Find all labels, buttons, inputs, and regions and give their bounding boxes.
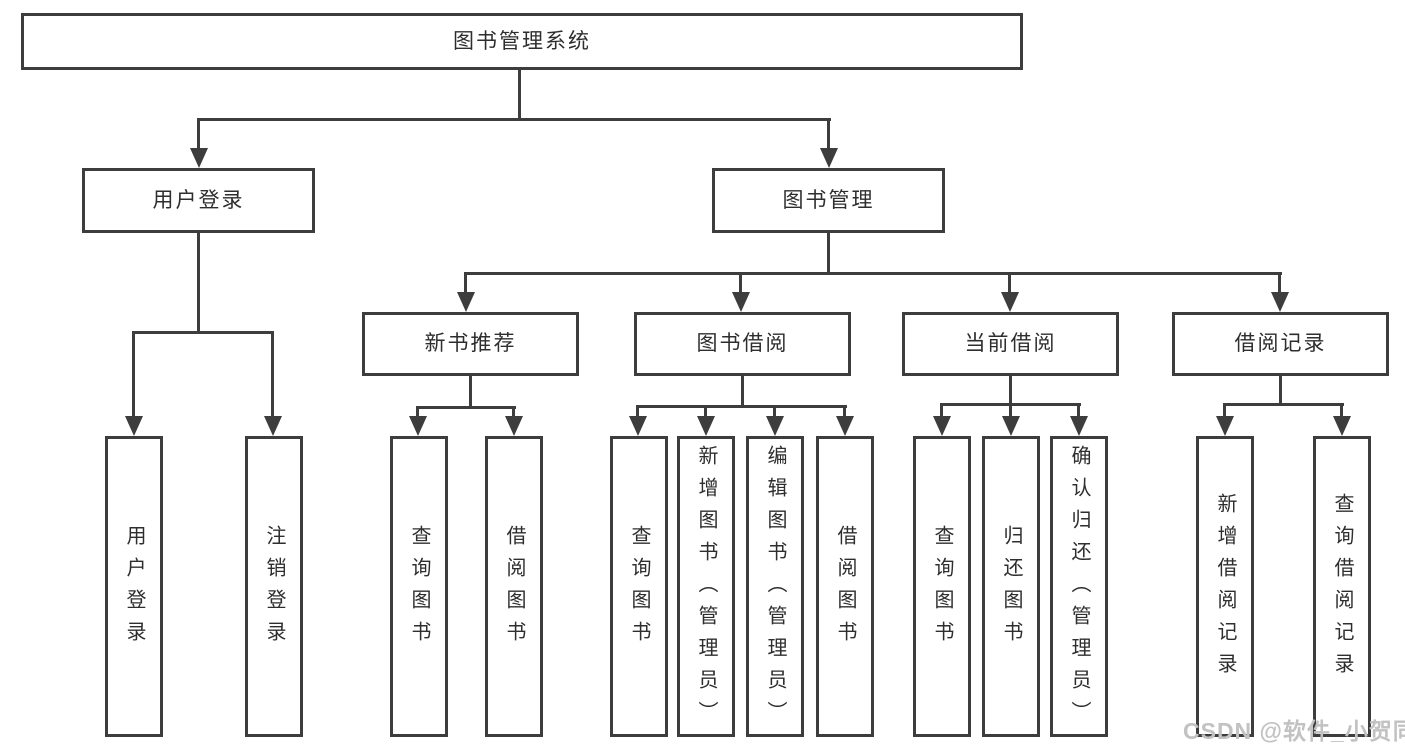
connector-segment [773, 405, 776, 418]
arrow-down-icon [836, 416, 854, 436]
leaf-query-books-current: 查询图书 [913, 436, 971, 737]
node-book-management: 图书管理 [712, 168, 945, 233]
connector-segment [843, 405, 846, 418]
connector-segment [1278, 272, 1281, 294]
arrow-down-icon [190, 148, 208, 168]
leaf-borrow-books: 借阅图书 [816, 436, 874, 737]
arrow-down-icon [264, 416, 282, 436]
connector-segment [1008, 272, 1011, 294]
connector-segment [1279, 376, 1282, 405]
node-book-borrow: 图书借阅 [634, 312, 851, 376]
leaf-logout: 注销登录 [245, 436, 303, 737]
leaf-add-borrow-record: 新增借阅记录 [1196, 436, 1254, 737]
connector-segment [197, 233, 200, 333]
connector-segment [1077, 403, 1080, 418]
connector-segment [465, 272, 1282, 275]
arrow-down-icon [1002, 416, 1020, 436]
connector-segment [827, 233, 830, 274]
arrow-down-icon [933, 416, 951, 436]
leaf-add-books-admin: 新增图书（管理员） [677, 436, 735, 737]
leaf-return-books: 归还图书 [982, 436, 1040, 737]
arrow-down-icon [820, 148, 838, 168]
leaf-query-books-borrow: 查询图书 [610, 436, 668, 737]
leaf-confirm-return-admin: 确认归还（管理员） [1050, 436, 1108, 737]
arrow-down-icon [1333, 416, 1351, 436]
connector-segment [1009, 376, 1012, 405]
node-new-book-recommend: 新书推荐 [362, 312, 579, 376]
arrow-down-icon [766, 416, 784, 436]
arrow-down-icon [1070, 416, 1088, 436]
connector-segment [417, 406, 516, 409]
arrow-down-icon [629, 416, 647, 436]
connector-segment [704, 405, 707, 418]
node-user-login: 用户登录 [82, 168, 315, 233]
connector-segment [1223, 403, 1226, 418]
connector-segment [827, 118, 830, 150]
connector-segment [197, 118, 831, 121]
leaf-borrow-books-recommend: 借阅图书 [485, 436, 543, 737]
csdn-watermark: CSDN @软件_小贺同学 [1183, 718, 1405, 744]
arrow-down-icon [409, 416, 427, 436]
connector-segment [132, 331, 274, 334]
arrow-down-icon [1001, 292, 1019, 312]
arrow-down-icon [505, 416, 523, 436]
connector-segment [469, 376, 472, 408]
leaf-query-borrow-record: 查询借阅记录 [1313, 436, 1371, 737]
connector-segment [1009, 403, 1012, 418]
connector-segment [197, 118, 200, 150]
connector-segment [739, 272, 742, 294]
connector-segment [132, 331, 135, 417]
connector-segment [741, 376, 744, 407]
arrow-down-icon [457, 292, 475, 312]
connector-segment [416, 406, 419, 418]
leaf-edit-books-admin: 编辑图书（管理员） [746, 436, 804, 737]
connector-segment [512, 406, 515, 418]
leaf-query-books-recommend: 查询图书 [390, 436, 448, 737]
arrow-down-icon [1271, 292, 1289, 312]
arrow-down-icon [125, 416, 143, 436]
node-borrow-record: 借阅记录 [1172, 312, 1389, 376]
connector-segment [271, 331, 274, 417]
node-library-system: 图书管理系统 [21, 13, 1023, 70]
node-current-borrow: 当前借阅 [902, 312, 1119, 376]
arrow-down-icon [1216, 416, 1234, 436]
arrow-down-icon [732, 292, 750, 312]
connector-segment [637, 405, 847, 408]
arrow-down-icon [697, 416, 715, 436]
connector-segment [940, 403, 943, 418]
connector-segment [464, 272, 467, 294]
connector-segment [1224, 403, 1344, 406]
connector-segment [636, 405, 639, 418]
connector-segment [518, 69, 521, 120]
leaf-user-login: 用户登录 [105, 436, 163, 737]
connector-segment [1340, 403, 1343, 418]
